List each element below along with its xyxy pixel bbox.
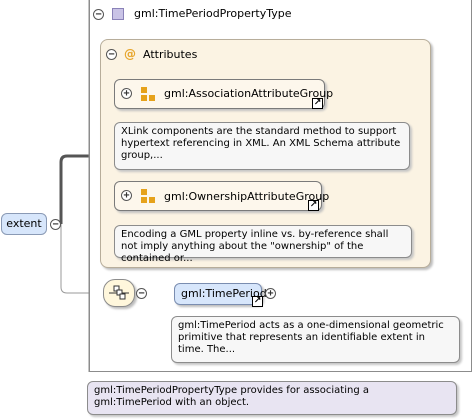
attributes-title: Attributes [143, 48, 198, 61]
reference-arrow-icon[interactable]: ↗ [252, 296, 263, 307]
attribute-group-ownership[interactable] [114, 181, 322, 211]
timeperiod-annotation: gml:TimePeriod acts as a one-dimensional… [171, 316, 460, 363]
sequence-compositor[interactable] [103, 279, 135, 307]
attribute-group-association-label: gml:AssociationAttributeGroup [164, 87, 334, 100]
minus-icon: − [95, 9, 102, 20]
type-annotation: gml:TimePeriodPropertyType provides for … [87, 381, 457, 415]
reference-arrow-icon[interactable]: ↗ [312, 98, 323, 109]
type-collapse-toggle[interactable]: − [93, 9, 104, 20]
attribute-group-association[interactable] [114, 79, 325, 109]
element-timeperiod[interactable]: gml:TimePeriod [174, 283, 267, 305]
attribute-group-icon [141, 87, 155, 101]
extent-collapse-toggle[interactable]: − [50, 219, 61, 230]
sequence-collapse-toggle[interactable]: − [136, 288, 147, 299]
element-extent[interactable]: extent [1, 213, 47, 235]
plus-icon: + [123, 190, 130, 201]
ownership-annotation: Encoding a GML property inline vs. by-re… [114, 225, 412, 264]
reference-arrow-icon[interactable]: ↗ [308, 200, 319, 211]
attribute-group-ownership-label: gml:OwnershipAttributeGroup [164, 190, 330, 203]
association-group-expand-toggle[interactable]: + [121, 88, 132, 99]
minus-icon: − [52, 219, 59, 230]
minus-icon: − [138, 288, 145, 299]
ownership-group-expand-toggle[interactable]: + [121, 190, 132, 201]
attributes-collapse-toggle[interactable]: − [106, 49, 117, 60]
timeperiod-expand-toggle[interactable]: + [265, 288, 276, 299]
complex-type-title: gml:TimePeriodPropertyType [134, 7, 292, 20]
element-extent-label: extent [6, 217, 42, 230]
attribute-group-icon [141, 189, 155, 203]
association-annotation: XLink components are the standard method… [114, 122, 410, 170]
plus-icon: + [267, 288, 274, 299]
sequence-icon [109, 285, 129, 300]
complex-type-icon [112, 8, 124, 20]
at-icon: @ [124, 47, 136, 61]
plus-icon: + [123, 88, 130, 99]
element-timeperiod-label: gml:TimePeriod [181, 287, 267, 300]
minus-icon: − [108, 49, 115, 60]
